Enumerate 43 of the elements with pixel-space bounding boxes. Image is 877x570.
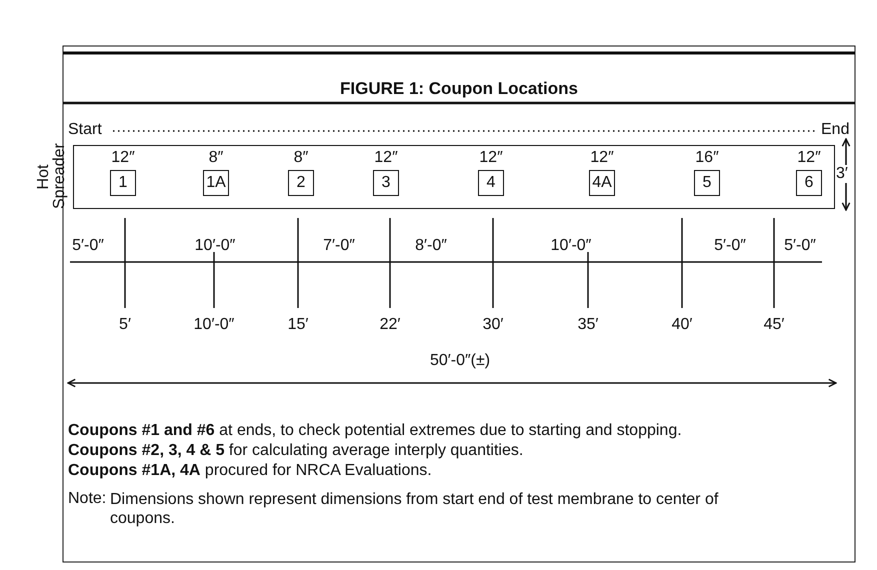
size-label: 8″ [294, 149, 308, 167]
size-label: 12″ [797, 149, 821, 167]
size-label: 8″ [208, 149, 224, 167]
dimension-label: 50′-0″(±) [430, 352, 490, 370]
vertical-label: Hot Spreader [36, 145, 68, 209]
note-text: Coupons #2, 3, 4 & 5 for calculating average interply quantities. [68, 442, 524, 460]
dimension-label: 10′-0″ [194, 316, 234, 334]
dimension-label: 3′ [836, 165, 848, 183]
dimension-label: 10′-0″ [194, 237, 236, 255]
dimension-label: 45′ [764, 316, 784, 334]
coupon-square: 1 [110, 170, 136, 196]
dimension-label: 5′-0″ [714, 237, 746, 255]
size-label: 12″ [374, 149, 398, 167]
start-label: Start [68, 121, 102, 139]
spreader-strip [73, 145, 835, 209]
coupon-square: 5 [694, 170, 720, 196]
coupon-square: 4 [478, 170, 504, 196]
size-label: 16″ [695, 149, 719, 167]
note-text: Coupons #1 and #6 at ends, to check potential extremes due to starting and stopping. [68, 422, 682, 440]
dimension-label: 35′ [578, 316, 598, 334]
dimension-label: 22′ [380, 316, 400, 334]
dimension-label: 7′-0″ [323, 237, 355, 255]
dimension-label: 40′ [672, 316, 692, 334]
dimension-label: 30′ [482, 316, 504, 334]
dimension-label: 15′ [288, 316, 308, 334]
coupon-square: 2 [288, 170, 314, 196]
size-label: 12″ [111, 149, 135, 167]
coupon-square: 4A [589, 170, 615, 196]
coupon-square: 3 [373, 170, 399, 196]
coupon-square: 6 [796, 170, 822, 196]
figure-title: FIGURE 1: Coupon Locations [340, 80, 578, 98]
size-label: 12″ [590, 149, 614, 167]
dimension-label: 5′-0″ [72, 237, 104, 255]
dimension-label: 8′-0″ [415, 237, 447, 255]
dimension-label: 10′-0″ [550, 237, 592, 255]
end-label: End [821, 121, 850, 139]
dimension-label: 5′-0″ [784, 237, 816, 255]
note-label: Note: [68, 490, 106, 508]
coupon-square: 1A [203, 170, 229, 196]
size-label: 12″ [479, 149, 503, 167]
note-text: Dimensions shown represent dimensions from start end of test membrane to center of coupons. [110, 490, 720, 528]
note-text: Coupons #1A, 4A procured for NRCA Evaluations. [68, 462, 432, 480]
dimension-label: 5′ [119, 316, 131, 334]
